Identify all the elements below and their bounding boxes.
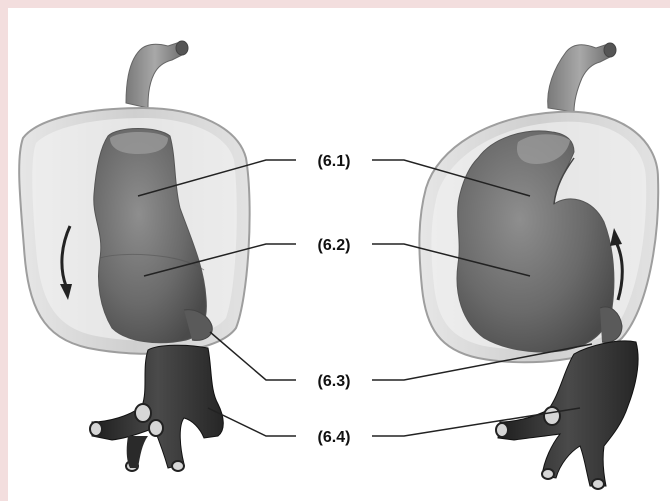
left-venous-inflow-vessels	[90, 345, 223, 471]
right-heart-panel	[419, 43, 658, 489]
diagram-canvas: (6.1) (6.2) (6.3) (6.4)	[8, 8, 670, 501]
left-aortic-arch	[126, 41, 188, 108]
label-6-2: (6.2)	[318, 237, 351, 254]
label-6-1: (6.1)	[318, 153, 351, 170]
right-aortic-arch	[548, 43, 616, 112]
label-6-4: (6.4)	[318, 429, 351, 446]
left-heart-panel	[19, 41, 249, 471]
label-6-3: (6.3)	[318, 373, 351, 390]
heart-diagram-svg: (6.1) (6.2) (6.3) (6.4)	[8, 8, 670, 501]
